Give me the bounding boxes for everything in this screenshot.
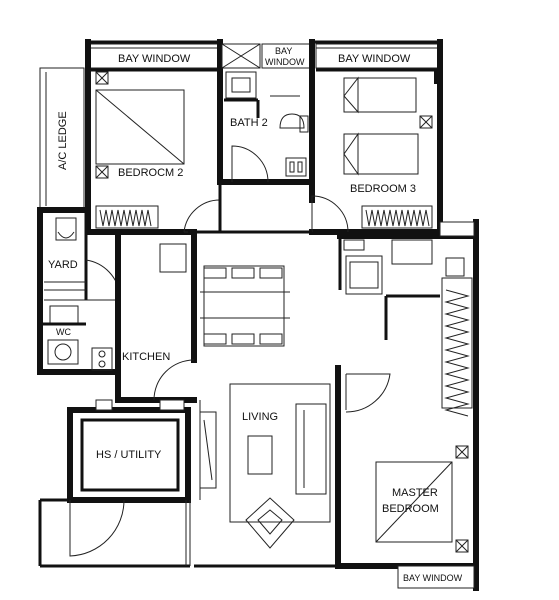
hs-utility-label: HS / UTILITY [96, 449, 162, 461]
bedroom-3-label: BEDROOM 3 [350, 183, 416, 195]
ac-ledge-label: A/C LEDGE [57, 111, 69, 170]
bedroom-3 [309, 39, 443, 235]
bay-window-right-label: BAY WINDOW [338, 53, 411, 65]
master-bedroom-label-2: BEDROOM [382, 503, 439, 515]
wc-label: WC [56, 327, 71, 337]
hs-utility [67, 399, 217, 503]
living [194, 383, 338, 568]
bay-window-bath-label-2: WINDOW [265, 57, 305, 67]
ac-ledge [39, 67, 85, 211]
bedroom-2 [85, 39, 223, 235]
bedroom-2-label: BEDROCM 2 [118, 167, 183, 179]
yard-label: YARD [48, 259, 78, 271]
entrance [38, 498, 191, 568]
bay-window-master-label: BAY WINDOW [403, 573, 463, 583]
bath-2 [217, 39, 315, 203]
master-bedroom-label-1: MASTER [392, 487, 438, 499]
kitchen [91, 229, 312, 403]
living-label: LIVING [242, 411, 278, 423]
bay-window-bath-label-1: BAY [275, 46, 292, 56]
master-bedroom [335, 219, 479, 591]
yard-wc [37, 207, 121, 375]
dining-table [200, 265, 290, 347]
kitchen-label: KITCHEN [122, 351, 170, 363]
bath-2-label: BATH 2 [230, 117, 268, 129]
bay-window-left-label: BAY WINDOW [118, 53, 191, 65]
